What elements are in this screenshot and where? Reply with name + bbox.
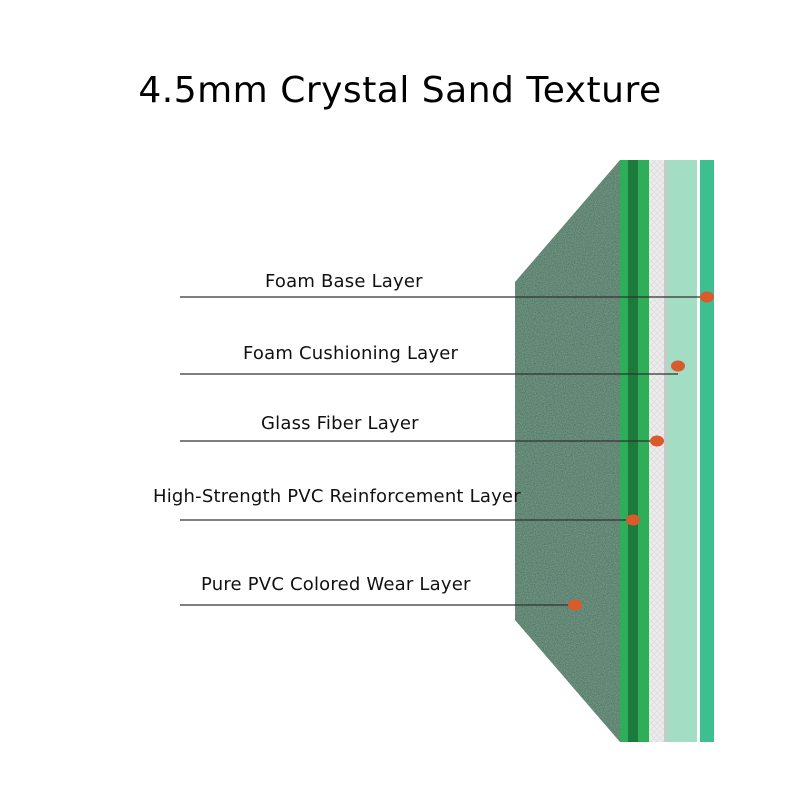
label-glass-fiber: Glass Fiber Layer — [261, 413, 419, 434]
wear-layer-surface — [515, 160, 620, 742]
marker-pvc-reinforcement — [626, 514, 640, 526]
label-foam-base: Foam Base Layer — [265, 271, 423, 292]
foam-base-layer — [700, 160, 714, 742]
pvc-reinforcement-edge — [638, 160, 649, 742]
glass-fiber-layer — [649, 160, 665, 742]
label-wear-layer: Pure PVC Colored Wear Layer — [201, 574, 471, 595]
glass-fiber-edge — [664, 160, 667, 742]
label-foam-cushioning: Foam Cushioning Layer — [243, 343, 459, 364]
marker-foam-base — [700, 291, 714, 303]
foam-cushioning-layer — [667, 160, 697, 742]
diagram-title: 4.5mm Crystal Sand Texture — [138, 70, 662, 111]
marker-foam-cushioning — [671, 360, 685, 372]
pvc-reinforcement-layer — [628, 160, 638, 742]
foam-gap — [697, 160, 700, 742]
marker-wear-layer — [568, 599, 582, 611]
wear-layer-edge — [620, 160, 628, 742]
label-pvc-reinforcement: High-Strength PVC Reinforcement Layer — [153, 486, 521, 507]
marker-glass-fiber — [650, 435, 664, 447]
